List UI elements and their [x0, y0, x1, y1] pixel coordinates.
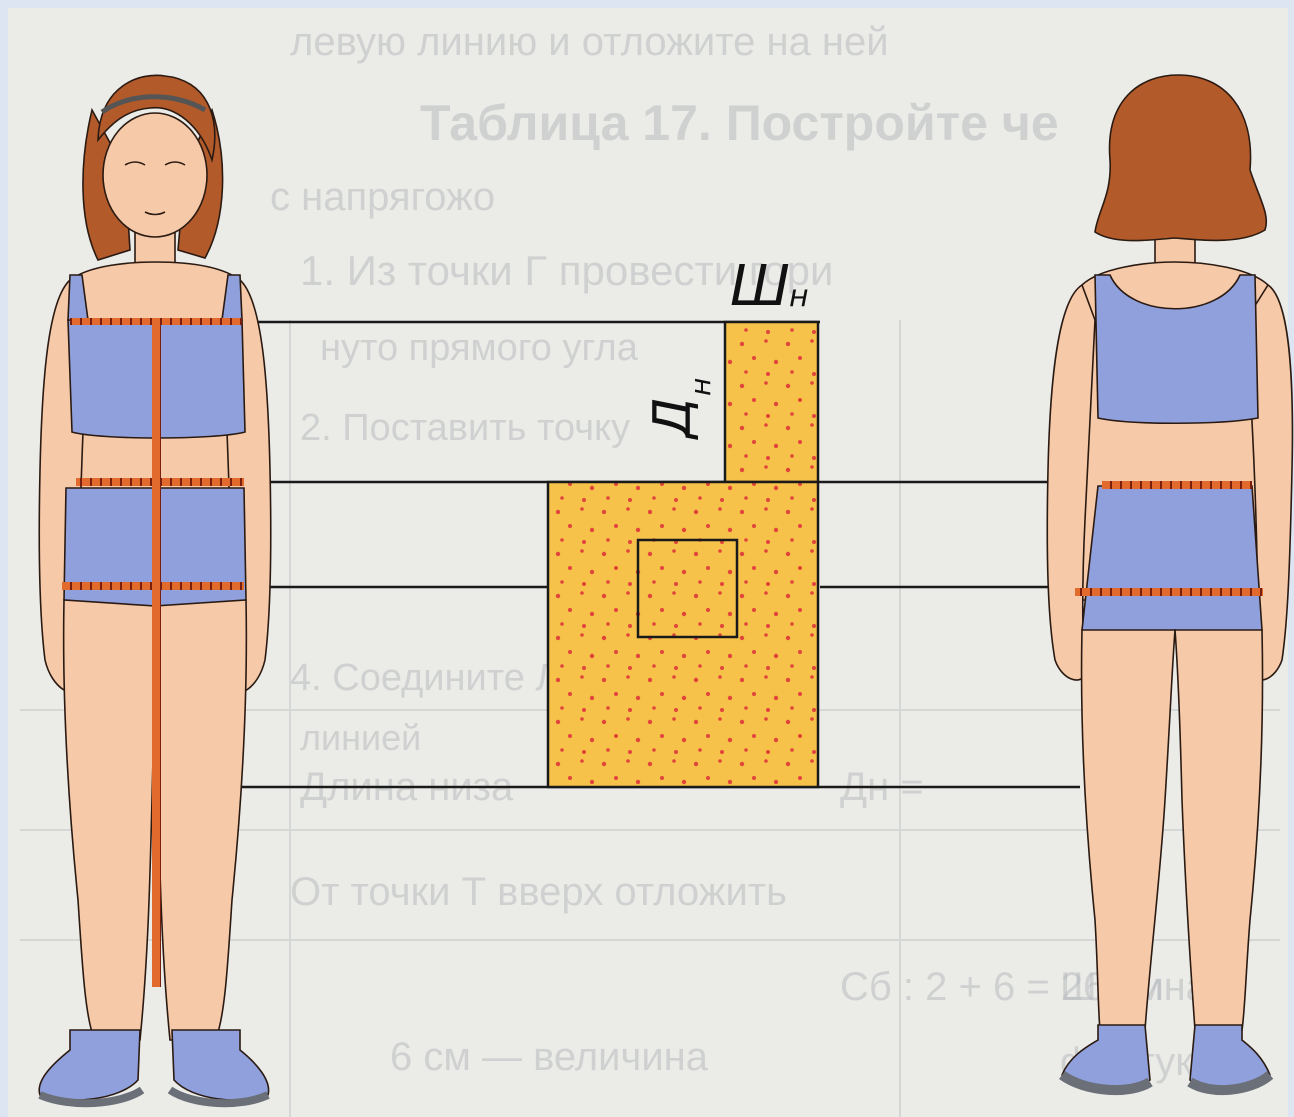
svg-text:левую линию и отложите на ней: левую линию и отложите на ней [290, 20, 889, 64]
svg-text:с напрягожо: с напрягожо [270, 175, 495, 219]
waist-tape [76, 478, 244, 486]
svg-text:2. Поставить точку: 2. Поставить точку [300, 407, 630, 449]
width-symbol: Ш [730, 254, 790, 319]
svg-text:6 см — величина: 6 см — величина [390, 1035, 709, 1079]
back-waist-tape [1102, 481, 1252, 489]
svg-text:От точек: От точек [1000, 999, 1005, 1001]
back-hip-tape [1075, 588, 1263, 596]
apron-skirt [548, 482, 818, 787]
length-subscript: н [684, 378, 717, 396]
vertical-tape [152, 322, 161, 987]
svg-text:Таблица 17. Постройте че: Таблица 17. Постройте че [420, 95, 1059, 151]
svg-text:От точки Т вверх отложить: От точки Т вверх отложить [290, 870, 787, 914]
svg-text:линией: линией [300, 717, 421, 758]
length-symbol: Д [643, 397, 703, 440]
hip-tape [62, 582, 244, 590]
chest-tape [70, 318, 242, 325]
svg-text:нуто прямого угла: нуто прямого угла [320, 327, 639, 369]
apron-bib [725, 322, 818, 482]
width-subscript: н [789, 279, 809, 314]
